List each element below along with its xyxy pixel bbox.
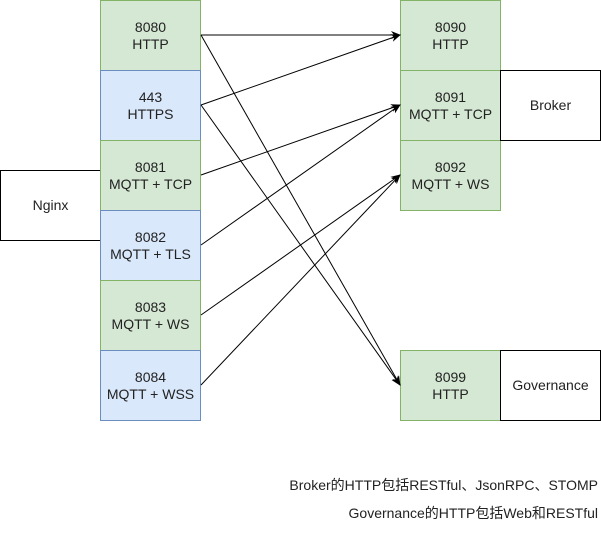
port-number: 443 — [138, 88, 163, 105]
arrow-8080-to-8099 — [200, 34, 401, 386]
port-protocol: HTTPS — [127, 105, 174, 122]
port-protocol: MQTT + WS — [411, 175, 490, 192]
port-8092-box: 8092 MQTT + WS — [400, 140, 501, 211]
port-8099-box: 8099 HTTP — [400, 350, 501, 421]
governance-label: Governance — [512, 377, 589, 393]
port-number: 8090 — [434, 18, 467, 35]
port-number: 8092 — [434, 158, 467, 175]
port-protocol: HTTP — [432, 35, 469, 52]
note-governance-http: Governance的HTTP包括Web和RESTful — [348, 505, 598, 521]
nginx-box: Nginx — [0, 170, 101, 241]
port-protocol: MQTT + TCP — [408, 105, 493, 122]
port-number: 8084 — [134, 368, 167, 385]
arrow-8082-to-8091 — [200, 104, 401, 246]
broker-label: Broker — [529, 97, 572, 113]
port-number: 8080 — [134, 18, 167, 35]
port-number: 8082 — [134, 228, 167, 245]
port-number: 8091 — [434, 88, 467, 105]
port-protocol: MQTT + WS — [111, 315, 190, 332]
port-8091-box: 8091 MQTT + TCP — [400, 70, 501, 141]
port-number: 8099 — [434, 368, 467, 385]
arrow-8083-to-8092 — [200, 174, 401, 316]
nginx-label: Nginx — [32, 197, 69, 213]
port-number: 8081 — [134, 158, 167, 175]
port-protocol: HTTP — [432, 385, 469, 402]
port-number: 8083 — [134, 298, 167, 315]
arrow-8084-to-8092 — [200, 174, 401, 386]
broker-box: Broker — [500, 70, 601, 141]
port-protocol: MQTT + TCP — [108, 175, 193, 192]
arrow-443-to-8090 — [200, 34, 401, 106]
port-8083-box: 8083 MQTT + WS — [100, 280, 201, 351]
governance-box: Governance — [500, 350, 601, 421]
port-8080-box: 8080 HTTP — [100, 0, 201, 71]
port-protocol: MQTT + TLS — [110, 245, 191, 262]
port-8082-box: 8082 MQTT + TLS — [100, 210, 201, 281]
port-8081-box: 8081 MQTT + TCP — [100, 140, 201, 211]
port-protocol: HTTP — [132, 35, 169, 52]
note-broker-http: Broker的HTTP包括RESTful、JsonRPC、STOMP — [289, 477, 598, 493]
arrow-8081-to-8091 — [200, 104, 401, 176]
port-8084-box: 8084 MQTT + WSS — [100, 350, 201, 421]
port-protocol: MQTT + WSS — [106, 385, 195, 402]
